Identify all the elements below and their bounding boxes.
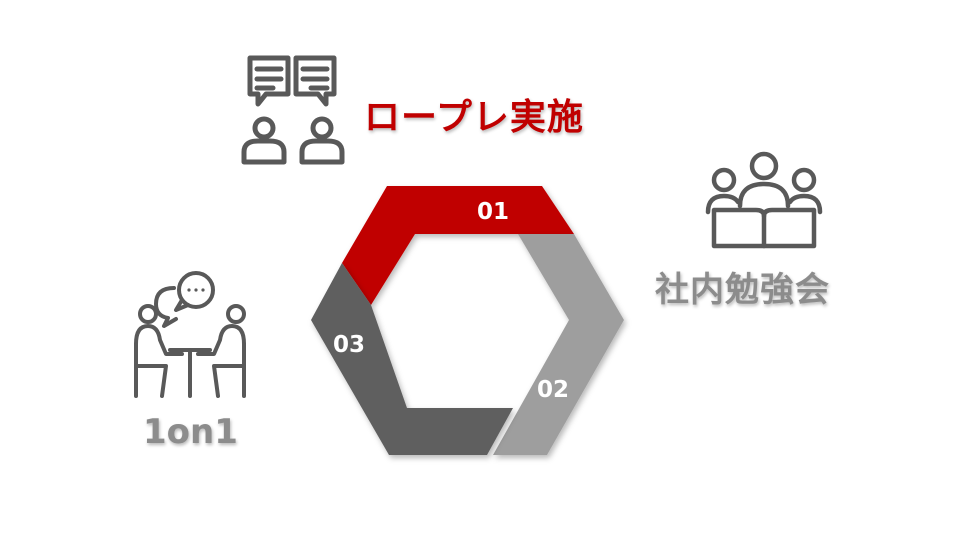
segment-label-02: 社内勉強会 [655,270,830,310]
segment-number-01: 01 [477,199,509,225]
segment-label-03: 1on1 [143,412,238,452]
segment-number-03: 03 [333,332,365,358]
cycle-segment-01 [342,186,574,305]
segment-label-01: ロープレ実施 [364,97,584,138]
segment-number-02: 02 [537,377,569,403]
dialogue-people-icon [241,55,345,165]
one-on-one-meeting-icon [134,271,246,398]
cycle-segment-03 [311,263,513,455]
cycle-segment-02 [493,234,624,455]
study-group-icon [705,151,823,249]
